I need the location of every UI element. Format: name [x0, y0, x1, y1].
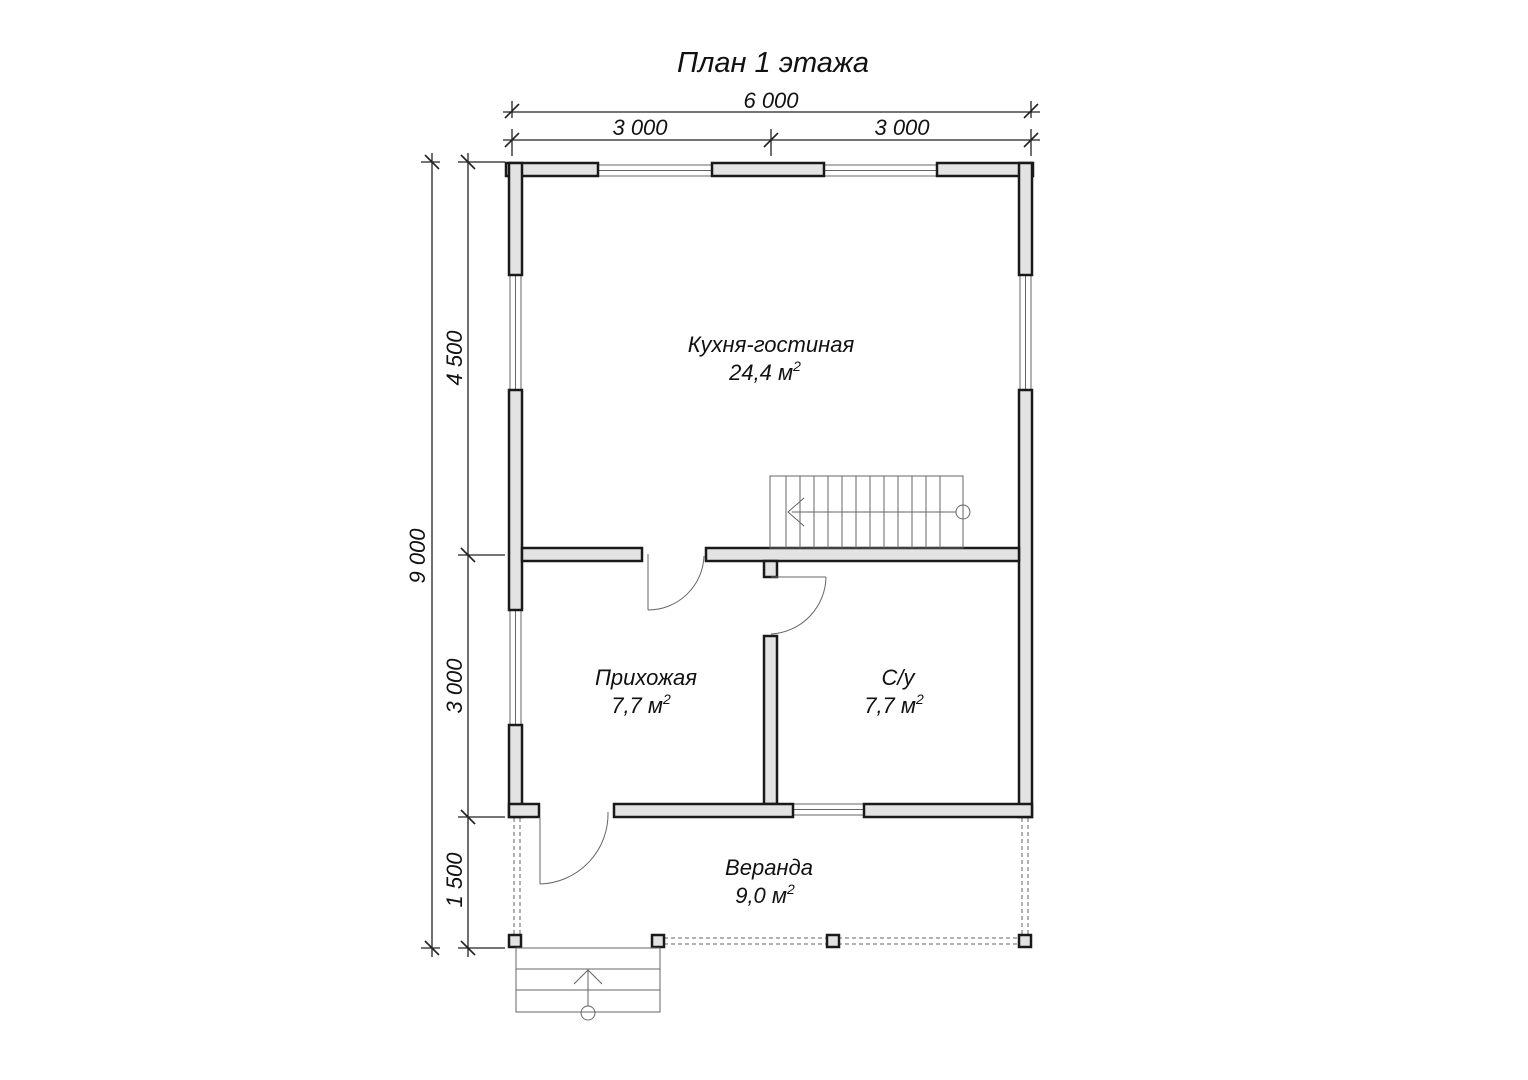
room-area: 7,7 м2 [611, 691, 671, 718]
room-name: Кухня-гостиная [688, 332, 855, 357]
doors [539, 554, 827, 885]
entrance-steps [515, 947, 661, 1021]
room-name: С/у [882, 665, 917, 690]
room-area: 24,4 м2 [728, 358, 801, 385]
interior-stairs [769, 475, 971, 549]
windows [509, 164, 1032, 945]
dim-left-top: 4 500 [442, 330, 467, 386]
room-bathroom: С/у 7,7 м2 [864, 665, 924, 718]
room-kitchen-living: Кухня-гостиная 24,4 м2 [688, 332, 855, 385]
room-veranda: Веранда 9,0 м2 [725, 855, 813, 908]
dim-left-total: 9 000 [405, 528, 430, 584]
dim-top-total: 6 000 [743, 88, 799, 113]
plan-title: План 1 этажа [677, 47, 869, 79]
top-dimensions: 6 000 3 000 3 000 [503, 88, 1040, 156]
dim-left-bottom: 1 500 [442, 852, 467, 908]
room-area: 7,7 м2 [864, 691, 924, 718]
walls [504, 161, 1035, 949]
room-name: Прихожая [595, 665, 697, 690]
room-hallway: Прихожая 7,7 м2 [595, 665, 697, 718]
room-name: Веранда [725, 855, 813, 880]
dim-left-middle: 3 000 [442, 658, 467, 714]
dim-top-left: 3 000 [612, 115, 668, 140]
room-area: 9,0 м2 [735, 881, 795, 908]
dim-top-right: 3 000 [874, 115, 930, 140]
left-dimensions: 9 000 4 500 3 000 1 500 [405, 153, 505, 957]
